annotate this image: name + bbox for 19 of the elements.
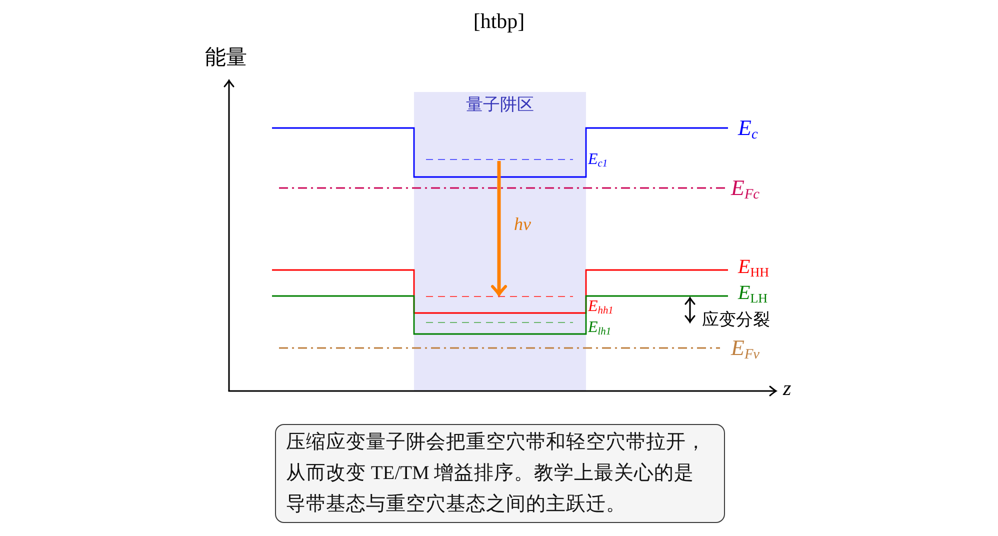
region-title: 量子阱区: [466, 94, 534, 116]
dashed-level-line: [426, 295, 573, 298]
band-label: E$_{c}$: [738, 114, 758, 142]
band-label: E$_{Fc}$: [731, 174, 760, 202]
level-label: E$_{c1}$: [588, 150, 608, 170]
dashed-level-line: [426, 321, 573, 324]
axis-label: 能量: [205, 44, 247, 72]
quantum-well-region: [414, 92, 586, 391]
note-text: 压缩应变量子阱会把重空穴带和轻空穴带拉开，从而改变 TE/TM 增益排序。教学上最关心的是导带基态与重空穴基态之间的主跃迁。: [286, 430, 707, 517]
axis-label: z: [783, 375, 792, 402]
figure-title: [htbp]: [473, 8, 525, 36]
annotation-label: 应变分裂: [702, 308, 770, 331]
note-box: [275, 424, 725, 523]
level-label: E$_{hh1}$: [588, 296, 614, 318]
dashed-level-line: [426, 158, 573, 161]
band-label: E$_{HH}$: [738, 255, 769, 280]
level-label: E$_{lh1}$: [588, 318, 612, 338]
band-label: E$_{Fv}$: [731, 334, 760, 362]
band-label: E$_{LH}$: [738, 281, 768, 306]
